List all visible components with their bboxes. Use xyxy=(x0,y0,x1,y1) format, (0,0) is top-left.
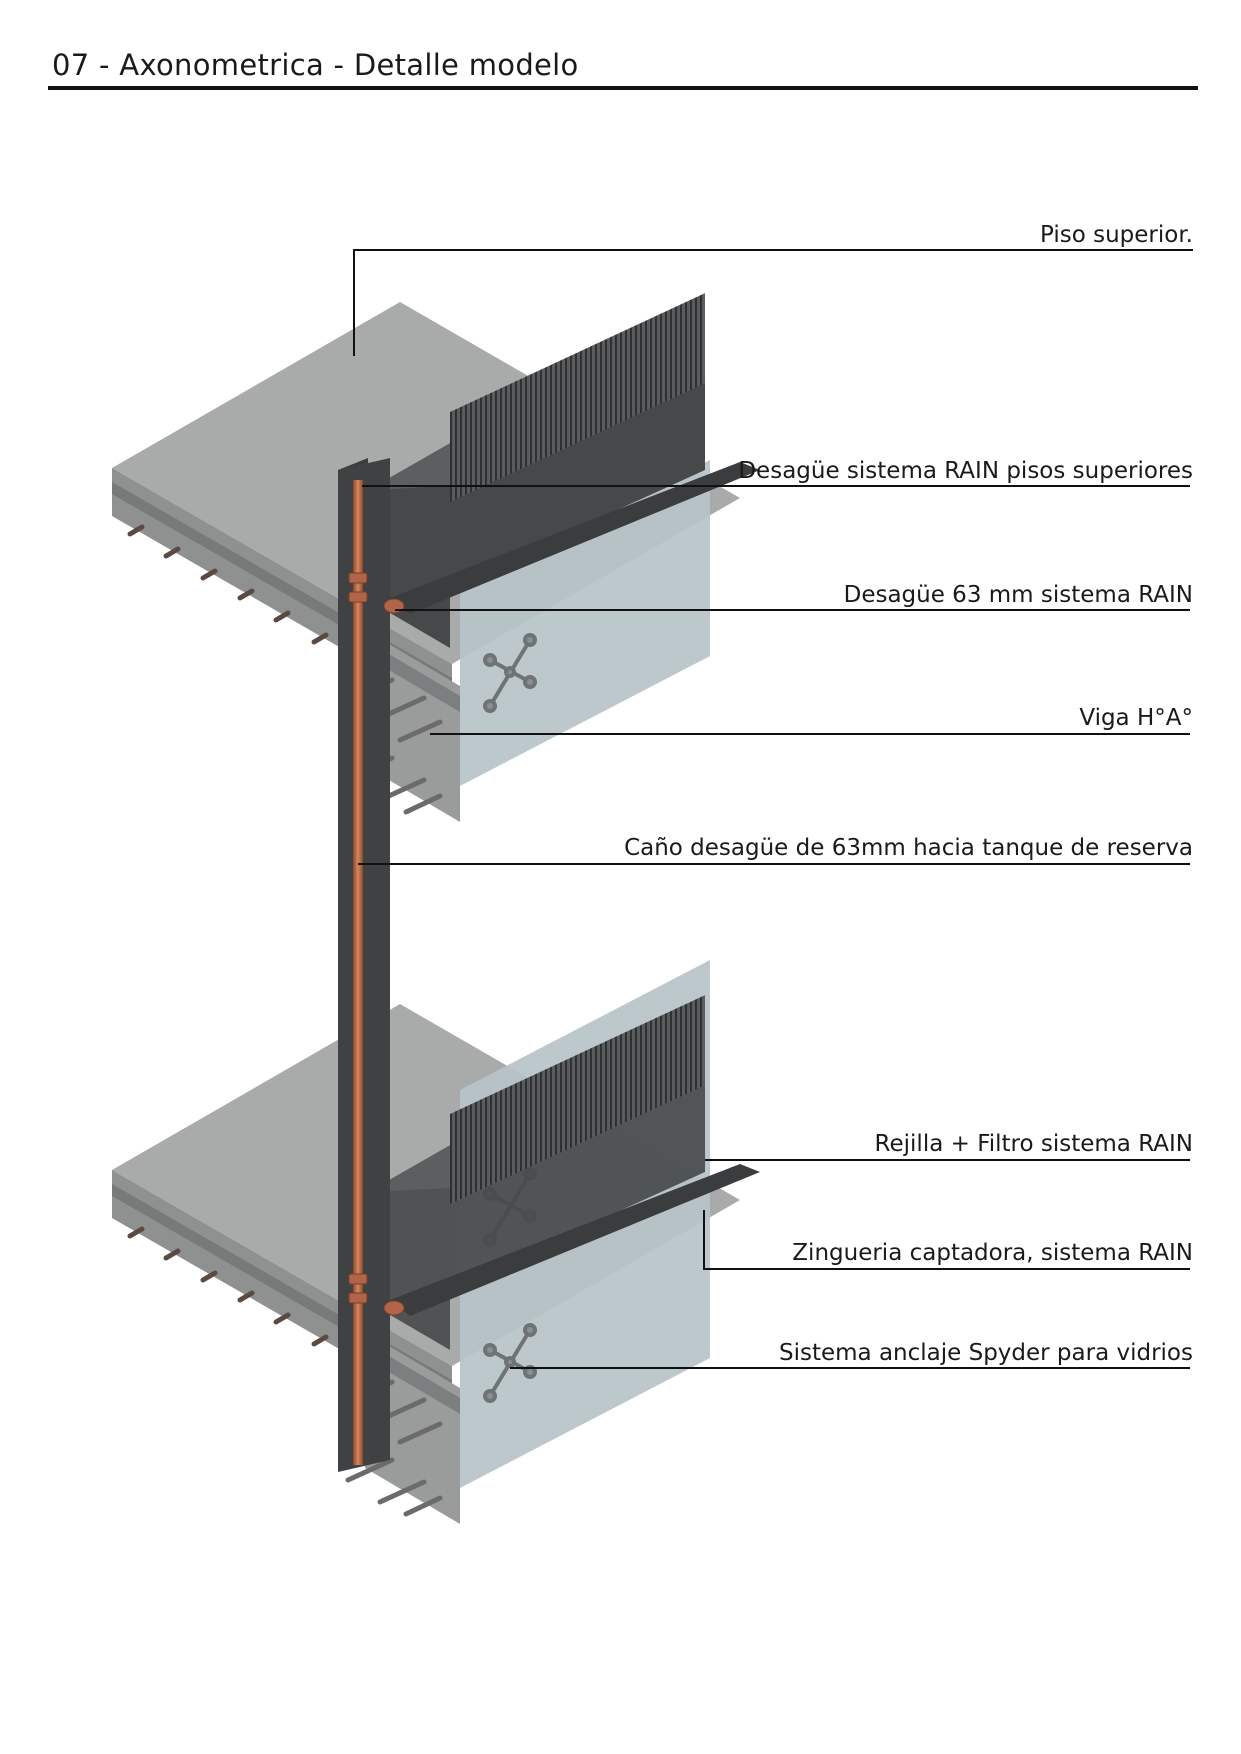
leader-zingueria xyxy=(703,1210,1190,1270)
label-desague-63: Desagüe 63 mm sistema RAIN xyxy=(843,582,1193,608)
lower-floor-assembly xyxy=(112,960,760,1524)
upper-gutter-lip xyxy=(390,462,760,614)
lower-spyder-anchor xyxy=(483,1323,537,1403)
upper-spyder-anchor xyxy=(483,633,537,713)
label-zingueria: Zingueria captadora, sistema RAIN xyxy=(792,1240,1193,1266)
leader-piso-superior xyxy=(353,249,1193,356)
sheet-title: 07 - Axonometrica - Detalle modelo xyxy=(52,48,579,82)
label-spyder: Sistema anclaje Spyder para vidrios xyxy=(779,1340,1193,1366)
lower-slab-rebar xyxy=(127,1226,329,1347)
label-desague-rain-pisos: Desagüe sistema RAIN pisos superiores xyxy=(738,458,1193,484)
label-cano-desague: Caño desagüe de 63mm hacia tanque de res… xyxy=(624,835,1193,861)
label-rejilla-filtro: Rejilla + Filtro sistema RAIN xyxy=(874,1131,1193,1157)
lower-gutter-lip xyxy=(390,1164,760,1316)
upper-slab-rebar xyxy=(127,524,329,645)
vertical-steel-plate xyxy=(338,458,390,1472)
upper-glass-panel xyxy=(460,460,710,786)
label-piso-superior: Piso superior. xyxy=(1039,222,1193,248)
title-rule xyxy=(48,86,1198,90)
copper-downpipe xyxy=(353,480,363,1465)
pipe-fittings xyxy=(348,572,405,1316)
lower-grille xyxy=(450,995,705,1205)
label-viga: Viga H°A° xyxy=(1079,705,1193,731)
leader-lines xyxy=(353,249,1193,1369)
upper-grille xyxy=(450,293,705,502)
